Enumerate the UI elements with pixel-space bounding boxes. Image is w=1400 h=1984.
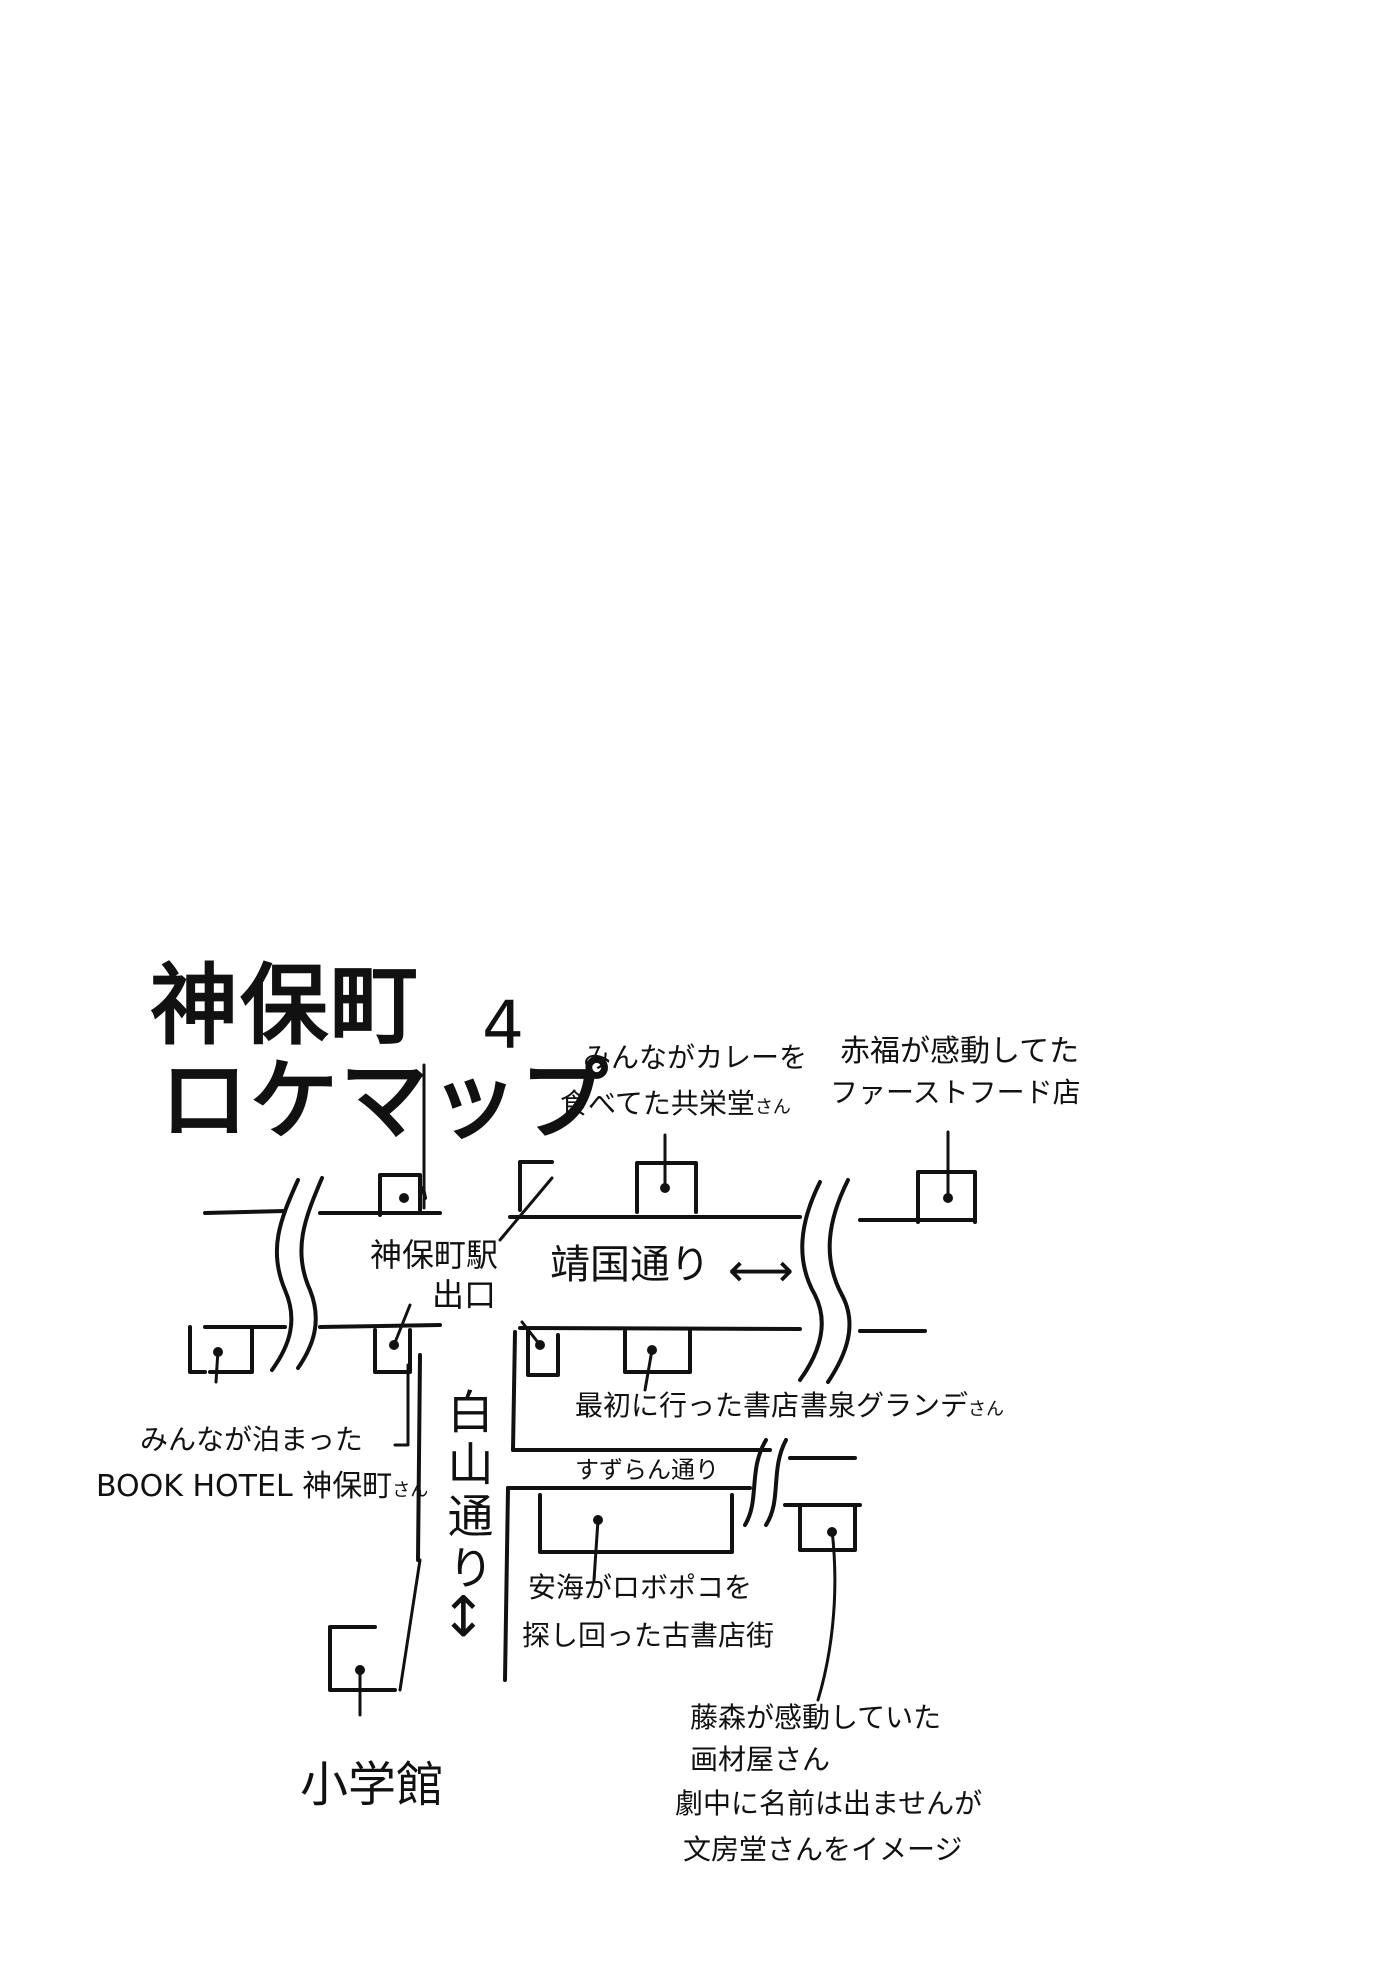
map-title-line1: 神保町: [150, 954, 421, 1057]
arrow-horizontal-icon: ⟷: [728, 1243, 794, 1297]
label-station-line2: 出口: [432, 1276, 497, 1314]
label-bunbodo-line4: 文房堂さんをイメージ: [683, 1833, 963, 1866]
label-kyoeido-line2: 食べてた共栄堂: [560, 1087, 755, 1120]
break-mark-left: [270, 1176, 324, 1372]
label-bookstreet-line2: 探し回った古書店街: [522, 1619, 775, 1652]
leader-lines: [213, 1063, 953, 1717]
road-label-hakusan: 白山通り: [440, 1388, 495, 1596]
road-label-suzuran: すずらん通り: [575, 1456, 719, 1484]
label-kyoeido-line1: みんながカレーを: [583, 1041, 808, 1074]
volume-number: 4: [482, 987, 524, 1064]
label-fastfood-line2: ファーストフード店: [830, 1076, 1081, 1109]
arrow-vertical-icon: ↕: [440, 1585, 487, 1650]
label-shosen-grande: 書泉グランデ: [800, 1389, 969, 1422]
label-bookstreet-line1: 安海がロボポコを: [528, 1571, 753, 1604]
label-shosen-san: さん: [968, 1399, 1005, 1420]
label-hotel-line2: BOOK HOTEL 神保町: [96, 1469, 393, 1504]
label-bunbodo-line2: 画材屋さん: [690, 1743, 831, 1776]
label-shogakukan: 小学館: [300, 1757, 445, 1813]
label-bunbodo-line1: 藤森が感動していた: [690, 1701, 942, 1734]
road-label-yasukuni: 靖国通り: [550, 1242, 710, 1288]
map-title-line2: ロケマップ: [160, 1049, 611, 1152]
suzuran-road-lines: [506, 1438, 862, 1527]
label-station-line1: 神保町駅: [370, 1236, 499, 1274]
break-mark-right: [798, 1178, 852, 1384]
label-fastfood-line1: 赤福が感動してた: [840, 1034, 1080, 1069]
label-hotel-san: さん: [392, 1480, 429, 1501]
hakusan-road-lines: [398, 1330, 772, 1692]
label-bunbodo-line3: 劇中に名前は出ませんが: [675, 1787, 983, 1820]
label-hotel-line1: みんなが泊まった: [140, 1423, 363, 1456]
label-first-bookstore: 最初に行った書店: [575, 1389, 800, 1422]
label-kyoeido-san: さん: [754, 1097, 791, 1118]
